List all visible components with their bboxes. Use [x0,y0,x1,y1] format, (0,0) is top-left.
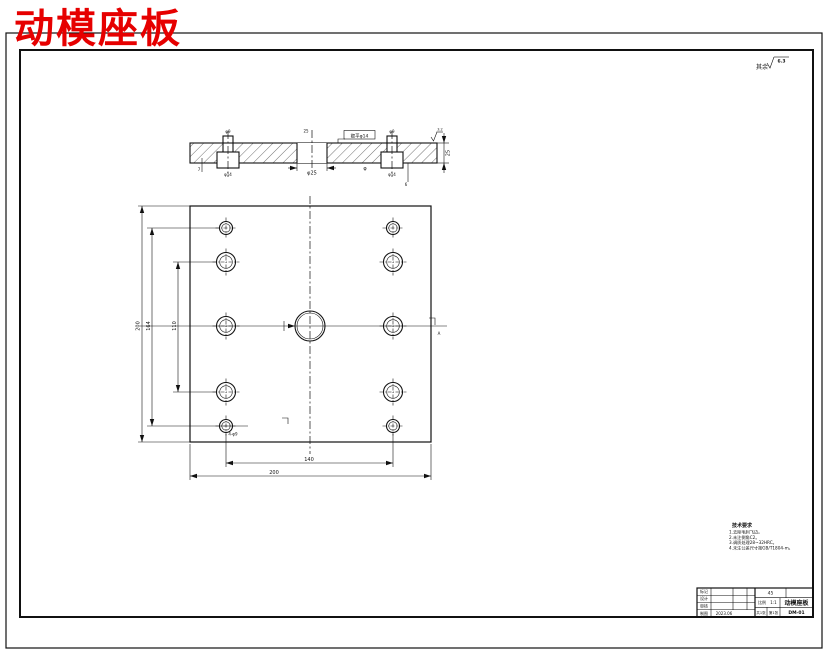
roughness-prefix: 其余 [756,63,768,71]
section-mark-label: A [438,331,441,336]
surface-roughness-note: 其余 6.3 [756,56,789,71]
section-view: φ9 φ14 7 φ9 φ14 6 φ 锪平φ14 φ25 25 25 [189,128,452,187]
tech-note-line: 2.未注倒角C2。 [729,534,760,541]
dimension-label: 6 [405,182,408,187]
dimension-label: 25 [303,129,309,134]
title-block-label: 制图 [700,610,708,616]
dimension-label: 200 [136,321,142,331]
dimension-label: φ25 [307,171,317,177]
bottom-dimensions: 140 200 [189,434,432,480]
roughness-check-icon [430,131,438,142]
dimension-label: 7 [198,167,201,172]
counterbore-hole [382,217,404,239]
dimension-label: φ14 [224,172,232,177]
title-block-label: 设计 [700,595,708,601]
dimension-label: 25 [446,150,452,156]
part-title: 动模座板 [14,5,182,52]
dimension-label: 110 [172,321,178,331]
tech-notes: 技术要求 1.去除毛刺飞边。 2.未注倒角C2。 3.调质处理28~32HRC。… [729,522,793,551]
drawing-number-cell: DM-01 [788,610,804,616]
counterbore-hole [212,312,240,340]
plate-outline [189,205,432,443]
title-block: 标记 设计 审核 制图 2023.06 45 比例 1:1 动模座板 共1张 第… [696,587,814,618]
scale-label: 比例 [758,599,766,605]
counterbore-hole [379,248,407,276]
tech-note-line: 4.未注公差尺寸按GB/T1804-m。 [729,544,793,551]
roughness-value: 6.3 [778,59,786,65]
counterbore-hole [379,312,407,340]
roughness-value: 3.2 [437,128,443,132]
tech-note-line: 3.调质处理28~32HRC。 [729,539,777,546]
dimension-label: φ9 [389,129,395,134]
counterbore-hole [212,248,240,276]
left-dimensions: 200 164 110 [136,205,248,443]
dimension-label: 164 [146,321,152,331]
hole-callout: 4-φ9 [228,432,238,437]
counterbore-hole [379,378,407,406]
dimension-label: φ14 [388,172,396,177]
counterbore-hole [215,217,237,239]
part-name-cell: 动模座板 [784,599,809,607]
title-block-label: 审核 [700,602,708,608]
plan-view: 4-φ9 A 200 164 110 [136,196,447,480]
corner-mark [282,417,289,424]
tech-notes-title: 技术要求 [732,522,753,529]
sheet-border [5,32,823,649]
tech-note-line: 1.去除毛刺飞边。 [729,529,762,536]
sheet-qty-label: 共1张 [756,610,766,615]
title-block-date: 2023.06 [716,611,733,616]
section-cut-mark [429,317,436,325]
dimension-label: φ9 [225,129,231,134]
spotface-note-label: 锪平φ14 [351,132,369,139]
roughness-check-icon [766,56,775,69]
dimension-label: 140 [304,457,314,463]
dimension-label: 200 [269,470,279,476]
scale-value: 1:1 [770,600,777,605]
counterbore-hole [382,415,404,437]
sheet-no-label: 第1张 [769,610,779,615]
spotface-note-box [343,130,376,140]
phi-symbol: φ [363,166,367,172]
center-hole [283,310,326,342]
counterbore-hole [212,378,240,406]
material-value: 45 [768,591,774,597]
title-block-label: 标记 [700,588,708,594]
